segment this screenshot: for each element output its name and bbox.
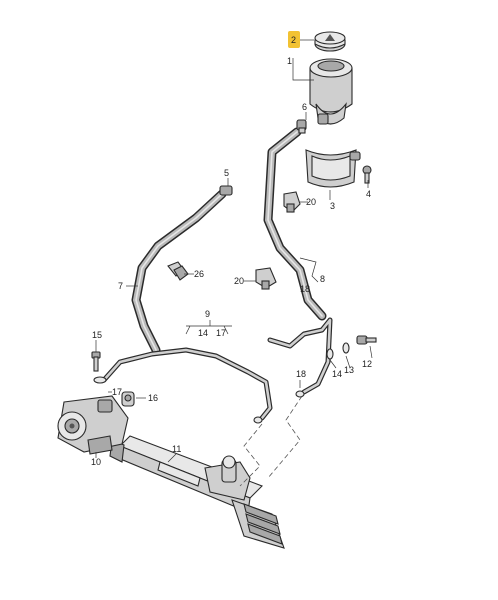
callout-20-lower: 20: [234, 276, 244, 286]
seal-18a: [253, 416, 263, 424]
connection-dashes: [239, 395, 303, 487]
return-line: [267, 317, 333, 395]
callout-17: 17: [112, 387, 122, 397]
callout-15: 15: [92, 330, 102, 340]
callout-18-lower: 18: [296, 369, 306, 379]
callout-16: 16: [148, 393, 158, 403]
banjo-16: [121, 391, 135, 407]
steering-rack: [109, 435, 285, 549]
hose-clamp-6: [296, 119, 307, 134]
callout-13: 13: [344, 365, 354, 375]
suction-hose: [131, 189, 227, 355]
clip-26: [167, 261, 189, 281]
reservoir-bracket: [305, 149, 361, 188]
callout-12: 12: [362, 359, 372, 369]
highlight-box: [288, 31, 300, 48]
callout-5: 5: [224, 168, 229, 178]
seal-13a: [326, 348, 334, 360]
bracket-bolt: [362, 165, 372, 184]
callout-10: 10: [91, 457, 101, 467]
callout-6: 6: [302, 102, 307, 112]
reservoir-cap: [314, 31, 346, 52]
callout-7: 7: [118, 281, 123, 291]
bolt-12: [356, 335, 377, 345]
callout-20-upper: 20: [306, 197, 316, 207]
callout-8: 8: [320, 274, 325, 284]
bolt-15: [91, 351, 101, 372]
callout-3: 3: [330, 201, 335, 211]
seal-13b: [342, 342, 350, 354]
callout-4: 4: [366, 189, 371, 199]
callout-18-upper: 18: [300, 284, 310, 294]
callout-9-14: 14: [198, 328, 208, 338]
seal-17: [93, 376, 107, 384]
callout-26: 26: [194, 269, 204, 279]
seal-18b: [295, 390, 305, 398]
callout-9: 9: [205, 309, 210, 319]
clip-20-lower: [255, 267, 277, 290]
callout-2: 2: [291, 35, 296, 45]
steering-pump: [57, 395, 129, 455]
callout-11: 11: [172, 444, 181, 454]
clip-20-upper: [283, 191, 301, 213]
return-hose: [263, 127, 327, 321]
fluid-reservoir: [309, 58, 353, 125]
hose-clamp-5: [219, 185, 233, 196]
pressure-line: [101, 347, 273, 421]
leader-lines: [95, 39, 373, 463]
callout-14: 14: [332, 369, 342, 379]
callout-1: 1: [287, 56, 292, 66]
callout-9-17: 17: [216, 328, 226, 338]
